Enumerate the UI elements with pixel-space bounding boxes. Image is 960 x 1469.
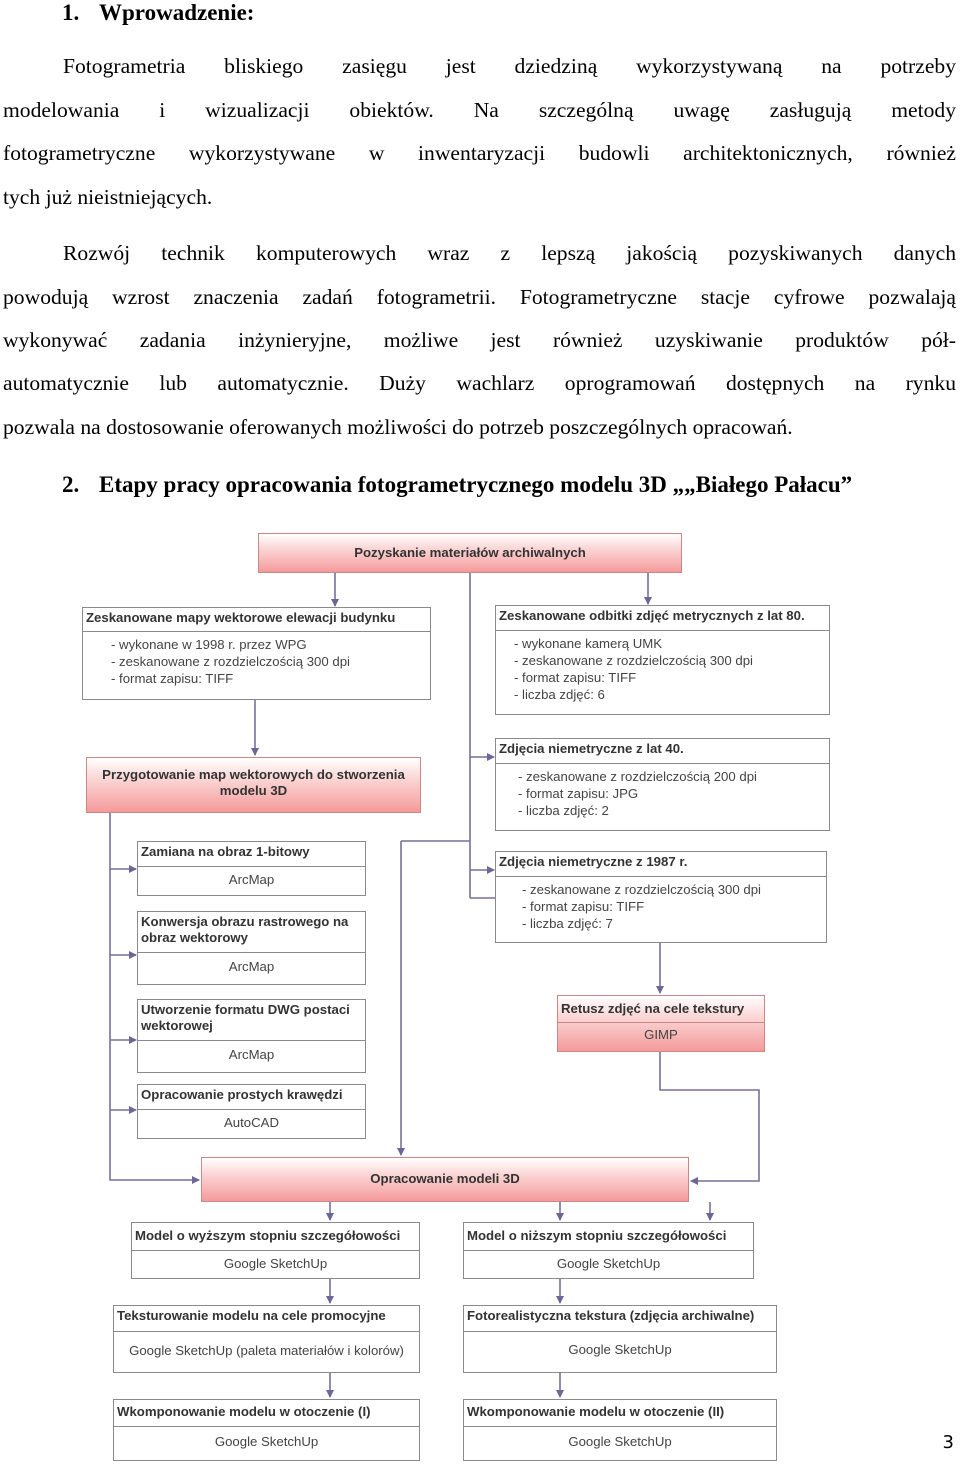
detail-line: - format zapisu: TIFF <box>522 899 645 914</box>
section-1-title: Wprowadzenie: <box>99 0 255 25</box>
detail-line: - wykonane w 1998 r. przez WPG <box>111 637 307 652</box>
box-title: Zeskanowane mapy wektorowe elewacji budy… <box>86 610 396 625</box>
box-environment-2: Wkomponowanie modelu w otoczenie (II) Go… <box>463 1399 777 1461</box>
box-title: Opracowanie modeli 3D <box>370 1171 520 1186</box>
box-title: Wkomponowanie modelu w otoczenie (II) <box>467 1404 725 1419</box>
detail-line: - liczba zdjęć: 7 <box>522 916 613 931</box>
divider <box>132 1250 419 1251</box>
paragraph-line: tych już nieistniejących. <box>3 185 213 209</box>
box-title: Model o wyższym stopniu szczegółowości <box>135 1228 401 1243</box>
divider <box>114 1331 419 1332</box>
section-1-heading: 1. Wprowadzenie: <box>62 1 254 24</box>
section-1-number: 1. <box>62 0 80 25</box>
box-title: Zdjęcia niemetryczne z lat 40. <box>499 741 684 756</box>
software-label: GIMP <box>644 1027 678 1042</box>
box-scanned-maps: Zeskanowane mapy wektorowe elewacji budy… <box>82 607 431 700</box>
box-photos-1987: Zdjęcia niemetryczne z 1987 r. - zeskano… <box>495 851 827 943</box>
divider <box>138 952 365 953</box>
divider <box>83 631 430 632</box>
box-archive-materials: Pozyskanie materiałów archiwalnych <box>258 533 682 573</box>
detail-line: - zeskanowane z rozdzielczością 300 dpi <box>514 653 753 668</box>
divider <box>464 1426 776 1427</box>
divider <box>496 876 826 877</box>
box-title: Zamiana na obraz 1-bitowy <box>141 844 310 859</box>
box-details: - wykonane kamerą UMK - zeskanowane z ro… <box>496 631 829 703</box>
section-2-title: Etapy pracy opracowania fotogrametryczne… <box>99 472 853 497</box>
paragraph-line: Fotogrametria bliskiego zasięgu jest dzi… <box>63 54 956 78</box>
divider <box>464 1331 776 1332</box>
box-photos-80s: Zeskanowane odbitki zdjęć metrycznych z … <box>495 605 830 715</box>
box-title: Retusz zdjęć na cele tekstury <box>561 1001 745 1016</box>
page-number: 3 <box>942 1432 954 1453</box>
paragraph-line: powodują wzrost znaczenia zadań fotogram… <box>3 285 956 309</box>
divider <box>496 630 829 631</box>
box-details: - wykonane w 1998 r. przez WPG - zeskano… <box>83 632 430 687</box>
divider <box>464 1250 753 1251</box>
box-title: Przygotowanie map wektorowych do stworze… <box>102 767 405 798</box>
software-label: Google SketchUp <box>214 1434 319 1449</box>
divider <box>138 1040 365 1041</box>
section-2-number: 2. <box>62 472 80 497</box>
box-title: Teksturowanie modelu na cele promocyjne <box>117 1308 386 1323</box>
box-low-detail-model: Model o niższym stopniu szczegółowości G… <box>463 1222 754 1279</box>
box-title: Opracowanie prostych krawędzi <box>141 1087 343 1102</box>
box-title: Pozyskanie materiałów archiwalnych <box>354 545 586 560</box>
box-title: Model o niższym stopniu szczegółowości <box>467 1228 727 1243</box>
detail-line: - liczba zdjęć: 2 <box>518 803 609 818</box>
box-3d-models: Opracowanie modeli 3D <box>201 1157 689 1202</box>
box-photoreal-texture: Fotorealistyczna tekstura (zdjęcia archi… <box>463 1305 777 1373</box>
detail-line: - format zapisu: JPG <box>518 786 639 801</box>
paragraph-line: automatycznie lub automatycznie. Duży wa… <box>3 371 956 395</box>
box-texturing-promo: Teksturowanie modelu na cele promocyjne … <box>113 1305 420 1373</box>
software-label: Google SketchUp <box>223 1256 328 1271</box>
paragraph-line: modelowania i wizualizacji obiektów. Na … <box>3 98 956 122</box>
box-title: Utworzenie formatu DWG postaci wektorowe… <box>141 1002 350 1033</box>
box-title: Wkomponowanie modelu w otoczenie (I) <box>117 1404 371 1419</box>
paragraph-line: wykonywać zadania inżynieryjne, możliwe … <box>3 328 956 352</box>
divider <box>496 763 829 764</box>
divider <box>558 1022 764 1023</box>
detail-line: - format zapisu: TIFF <box>111 671 234 686</box>
detail-line: - zeskanowane z rozdzielczością 300 dpi <box>522 882 761 897</box>
software-label: ArcMap <box>228 1047 275 1062</box>
box-title: Zeskanowane odbitki zdjęć metrycznych z … <box>499 608 805 623</box>
box-prepare-vector-maps: Przygotowanie map wektorowych do stworze… <box>86 757 421 813</box>
paragraph-line: Rozwój technik komputerowych wraz z leps… <box>63 241 956 265</box>
detail-line: - liczba zdjęć: 6 <box>514 687 605 702</box>
box-details: - zeskanowane z rozdzielczością 300 dpi … <box>496 877 826 932</box>
paragraph-line: pozwala na dostosowanie oferowanych możl… <box>3 415 793 439</box>
detail-line: - zeskanowane z rozdzielczością 200 dpi <box>518 769 757 784</box>
box-high-detail-model: Model o wyższym stopniu szczegółowości G… <box>131 1222 420 1279</box>
box-title: Zdjęcia niemetryczne z 1987 r. <box>499 854 688 869</box>
section-2-heading: 2. Etapy pracy opracowania fotogrametryc… <box>62 473 852 496</box>
divider <box>138 1109 365 1110</box>
detail-line: - wykonane kamerą UMK <box>514 636 663 651</box>
software-label: Google SketchUp (paleta materiałów i kol… <box>129 1343 404 1358</box>
divider <box>138 866 365 867</box>
software-label: ArcMap <box>228 959 275 974</box>
box-photos-40s: Zdjęcia niemetryczne z lat 40. - zeskano… <box>495 738 830 831</box>
box-details: - zeskanowane z rozdzielczością 200 dpi … <box>496 764 829 819</box>
box-step-vectorize: Konwersja obrazu rastrowego na obraz wek… <box>137 911 366 985</box>
software-label: ArcMap <box>228 872 275 887</box>
software-label: Google SketchUp <box>568 1434 672 1449</box>
box-step-edges: Opracowanie prostych krawędzi AutoCAD <box>137 1084 366 1139</box>
divider <box>114 1426 419 1427</box>
detail-line: - zeskanowane z rozdzielczością 300 dpi <box>111 654 350 669</box>
box-step-1bit: Zamiana na obraz 1-bitowy ArcMap <box>137 841 366 896</box>
detail-line: - format zapisu: TIFF <box>514 670 637 685</box>
box-step-dwg: Utworzenie formatu DWG postaci wektorowe… <box>137 999 366 1073</box>
software-label: Google SketchUp <box>556 1256 661 1271</box>
box-environment-1: Wkomponowanie modelu w otoczenie (I) Goo… <box>113 1399 420 1461</box>
paragraph-line: fotogrametryczne wykorzystywane w inwent… <box>3 141 956 165</box>
software-label: Google SketchUp <box>568 1342 672 1357</box>
box-title: Fotorealistyczna tekstura (zdjęcia archi… <box>467 1308 755 1323</box>
software-label: AutoCAD <box>224 1115 279 1130</box>
box-retouch: Retusz zdjęć na cele tekstury GIMP <box>557 995 765 1052</box>
box-title: Konwersja obrazu rastrowego na obraz wek… <box>141 914 349 945</box>
